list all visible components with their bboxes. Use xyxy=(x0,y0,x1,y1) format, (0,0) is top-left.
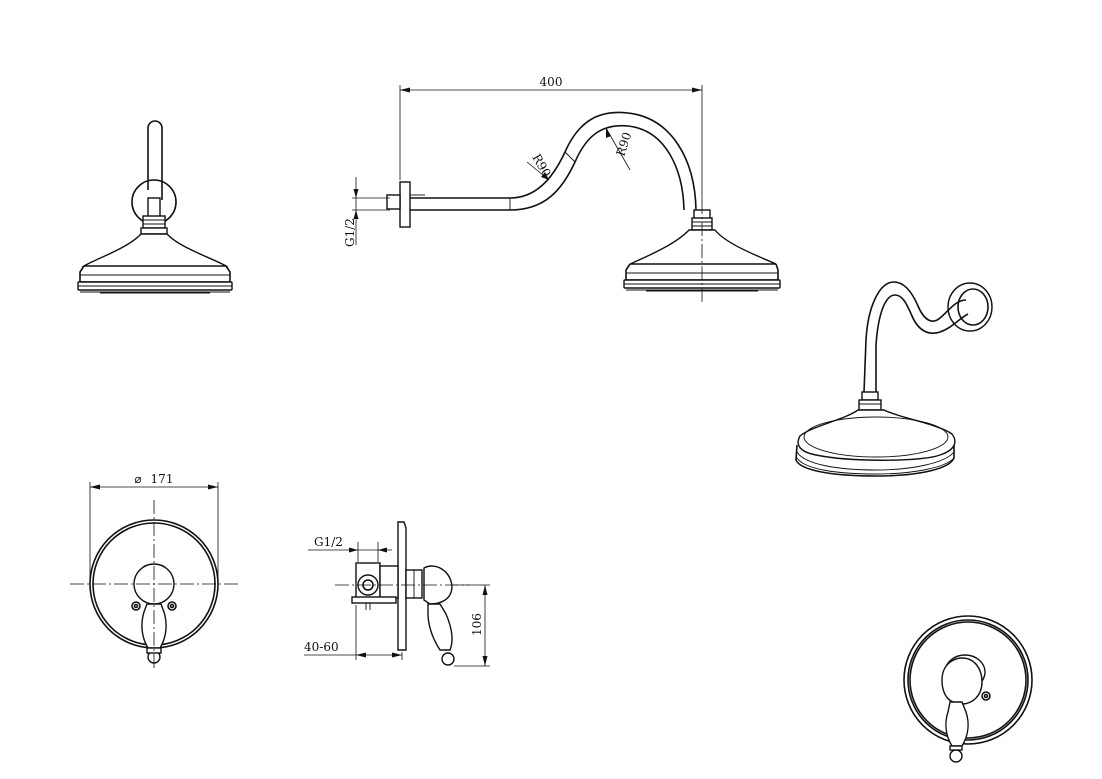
dimension-valve-height: 106 xyxy=(452,584,490,667)
dimension-valve-thread: G1/2 xyxy=(308,535,392,562)
radius-right-label: R90 xyxy=(614,130,635,157)
dimension-radius-left: R90 xyxy=(526,152,554,181)
dimension-radius-right: R90 xyxy=(605,127,635,171)
dimension-arm-length: 400 xyxy=(399,75,703,200)
diameter-symbol: ⌀ xyxy=(134,472,141,486)
arm-thread-label: G1/2 xyxy=(343,218,357,247)
radius-left-label: R90 xyxy=(529,152,553,180)
plate-diameter-label: 171 xyxy=(151,472,174,486)
dimension-arm-thread: G1/2 xyxy=(343,177,390,247)
shower-head-isometric-view xyxy=(795,281,993,477)
shower-head-front-view xyxy=(77,120,233,294)
valve-depth-label: 40-60 xyxy=(304,640,339,654)
valve-side-view xyxy=(335,521,470,666)
valve-height-label: 106 xyxy=(470,613,484,636)
arm-length-label: 400 xyxy=(540,75,563,89)
dimension-plate-diameter: ⌀ 171 xyxy=(89,472,219,584)
valve-isometric-view xyxy=(903,615,1033,763)
shower-arm-side-view xyxy=(386,111,781,305)
dimension-valve-depth: 40-60 xyxy=(304,605,403,660)
valve-thread-label: G1/2 xyxy=(314,535,343,549)
valve-plate-front-view xyxy=(70,500,238,670)
